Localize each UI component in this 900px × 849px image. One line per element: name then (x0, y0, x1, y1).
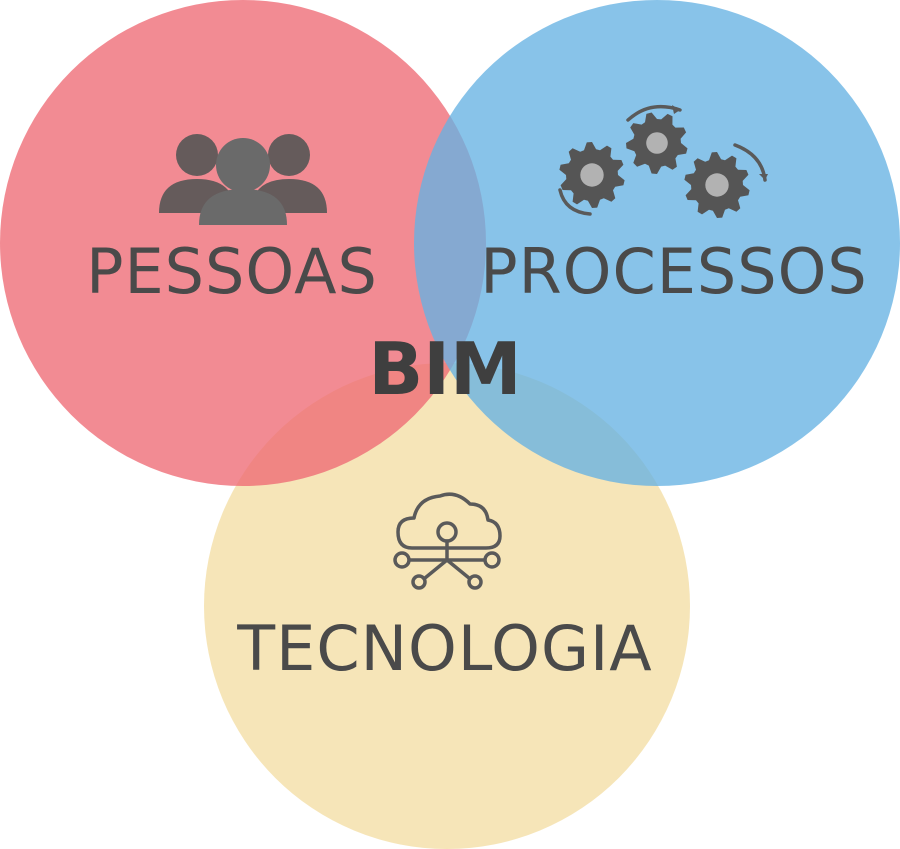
people-group-icon (159, 134, 327, 225)
cloud-network-icon (393, 492, 502, 590)
gear-hole (646, 132, 668, 154)
circle-pessoas (0, 0, 486, 486)
gear-hole (580, 163, 604, 187)
label-processos: PROCESSOS (480, 235, 868, 308)
circle-processos (414, 0, 900, 486)
gears-icon (558, 104, 768, 218)
label-tecnologia: TECNOLOGIA (236, 612, 652, 685)
label-pessoas: PESSOAS (86, 235, 378, 308)
gear-hole (705, 173, 729, 197)
label-bim-center: BIM (368, 327, 521, 411)
circle-tecnologia (204, 363, 690, 849)
